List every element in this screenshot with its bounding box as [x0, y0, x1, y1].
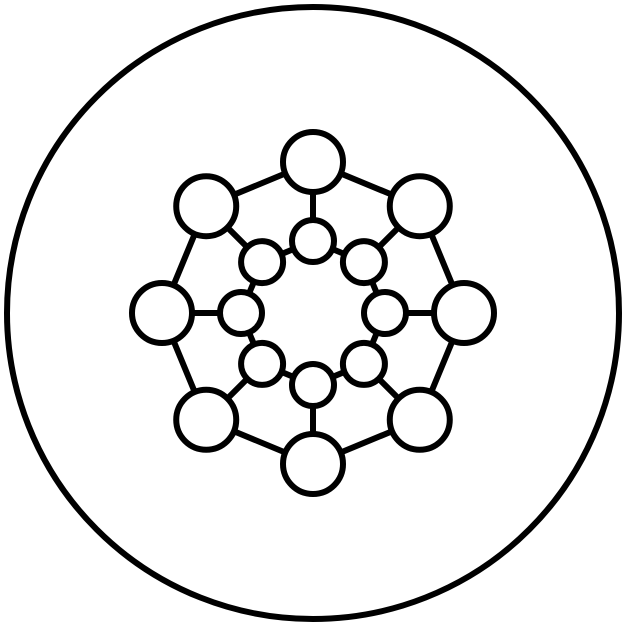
outer-node: [173, 386, 240, 453]
inner-node: [238, 238, 287, 287]
inner-node: [339, 339, 388, 388]
network-nodes: [129, 129, 497, 497]
outer-node: [280, 129, 346, 195]
outer-ring: [4, 4, 622, 622]
inner-node: [238, 339, 287, 388]
outer-node: [173, 173, 240, 240]
outer-node: [386, 173, 453, 240]
inner-node: [361, 289, 409, 337]
outer-node: [386, 386, 453, 453]
outer-node: [431, 280, 497, 346]
outer-node: [129, 280, 195, 346]
inner-node: [289, 361, 337, 409]
outer-node: [280, 431, 346, 497]
inner-node: [339, 238, 388, 287]
inner-node: [217, 289, 265, 337]
inner-node: [289, 217, 337, 265]
